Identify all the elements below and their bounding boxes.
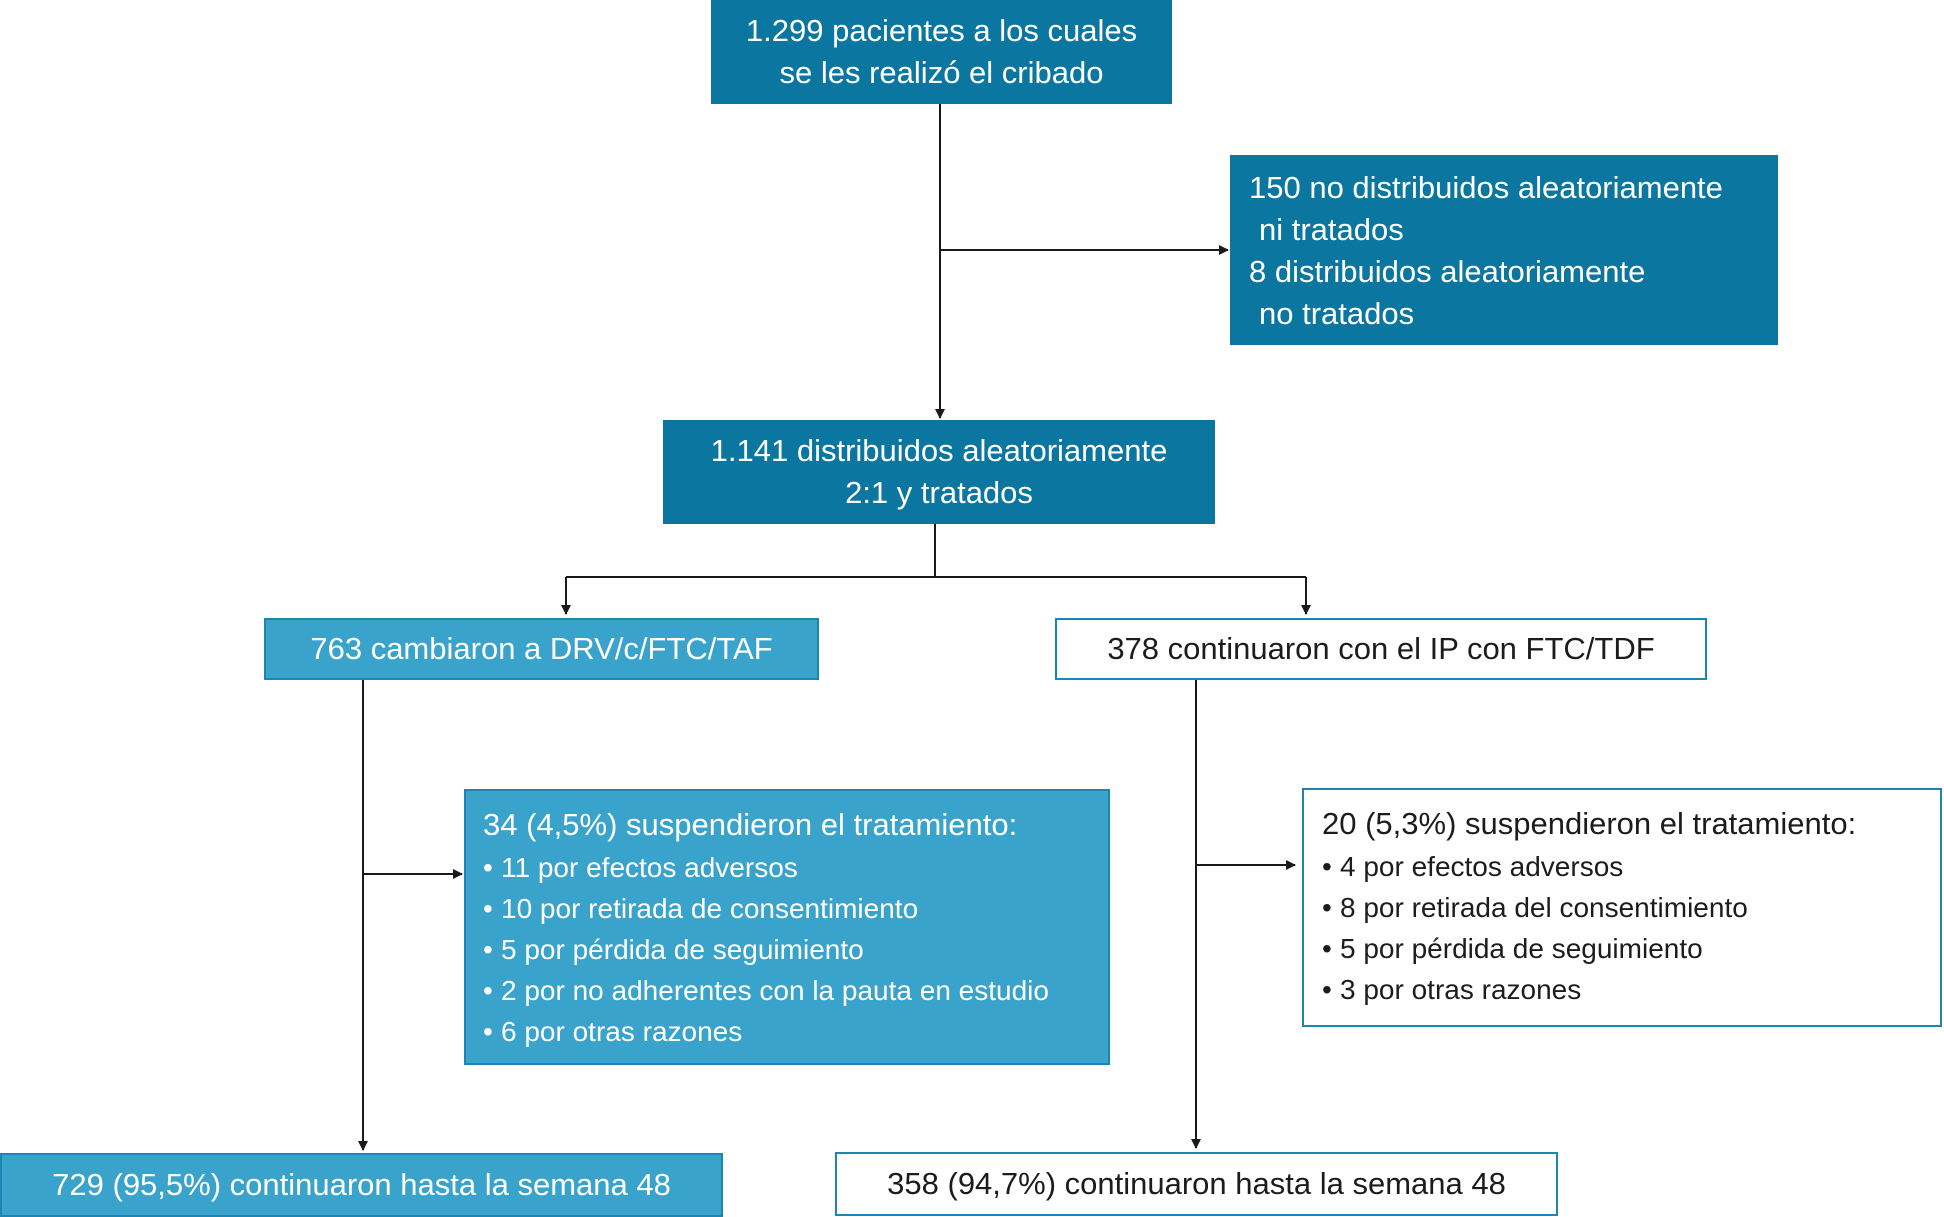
bullet-icon: • [483,852,493,883]
reason-text: 6 por otras razones [501,1016,743,1047]
continue-arm-label: 378 continuaron con el IP con FTC/TDF [1107,631,1655,666]
continue-completed-box: 358 (94,7%) continuaron hasta la semana … [835,1152,1558,1216]
reason-item: • 4 por efectos adversos [1322,846,1940,887]
reason-text: 4 por efectos adversos [1340,851,1624,882]
bullet-icon: • [483,975,493,1006]
reason-item: • 8 por retirada del consentimiento [1322,887,1940,928]
randomized-line-1: 1.141 distribuidos aleatoriamente [710,433,1168,468]
excluded-line-1: 150 no distribuidos aleatoriamente [1249,170,1723,205]
switch-discontinued-reasons: • 11 por efectos adversos • 10 por retirad… [483,847,1108,1052]
switch-completed-box: 729 (95,5%) continuaron hasta la semana … [0,1153,723,1217]
excluded-line-3: 8 distribuidos aleatoriamente [1249,254,1646,289]
bullet-icon: • [1322,933,1332,964]
excluded-line-2: ni tratados [1259,212,1404,247]
switch-arm-box: 763 cambiaron a DRV/c/FTC/TAF [264,618,819,680]
reason-text: 2 por no adherentes con la pauta en estu… [501,975,1049,1006]
reason-text: 5 por pérdida de seguimiento [501,934,864,965]
screened-box: 1.299 pacientes a los cuales se les real… [711,0,1172,104]
continue-discontinued-box: 20 (5,3%) suspendieron el tratamiento: •… [1302,788,1942,1027]
randomized-line-2: 2:1 y tratados [845,475,1033,510]
reason-item: • 10 por retirada de consentimiento [483,888,1108,929]
reason-text: 8 por retirada del consentimiento [1340,892,1748,923]
bullet-icon: • [1322,892,1332,923]
bullet-icon: • [483,1016,493,1047]
reason-text: 3 por otras razones [1340,974,1582,1005]
reason-item: • 3 por otras razones [1322,969,1940,1010]
reason-item: • 2 por no adherentes con la pauta en est… [483,970,1108,1011]
reason-text: 5 por pérdida de seguimiento [1340,933,1703,964]
reason-item: • 5 por pérdida de seguimiento [1322,928,1940,969]
continue-discontinued-reasons: • 4 por efectos adversos • 8 por retirada … [1322,846,1940,1010]
reason-item: • 5 por pérdida de seguimiento [483,929,1108,970]
screened-line-1: 1.299 pacientes a los cuales [745,13,1138,48]
bullet-icon: • [1322,851,1332,882]
switch-completed-label: 729 (95,5%) continuaron hasta la semana … [52,1167,671,1202]
reason-text: 10 por retirada de consentimiento [501,893,919,924]
continue-arm-box: 378 continuaron con el IP con FTC/TDF [1055,618,1707,680]
switch-discontinued-header: 34 (4,5%) suspendieron el tratamiento: [483,807,1018,842]
excluded-line-4: no tratados [1259,296,1415,331]
continue-discontinued-header: 20 (5,3%) suspendieron el tratamiento: [1322,806,1857,841]
reason-text: 11 por efectos adversos [501,852,798,883]
reason-item: • 6 por otras razones [483,1011,1108,1052]
switch-arm-label: 763 cambiaron a DRV/c/FTC/TAF [310,631,773,666]
bullet-icon: • [1322,974,1332,1005]
reason-item: • 11 por efectos adversos [483,847,1108,888]
continue-completed-label: 358 (94,7%) continuaron hasta la semana … [887,1166,1506,1201]
bullet-icon: • [483,893,493,924]
randomized-box: 1.141 distribuidos aleatoriamente 2:1 y … [663,420,1215,524]
bullet-icon: • [483,934,493,965]
switch-discontinued-box: 34 (4,5%) suspendieron el tratamiento: •… [464,789,1110,1065]
screened-line-2: se les realizó el cribado [779,55,1104,90]
excluded-box: 150 no distribuidos aleatoriamente ni tr… [1230,155,1778,345]
